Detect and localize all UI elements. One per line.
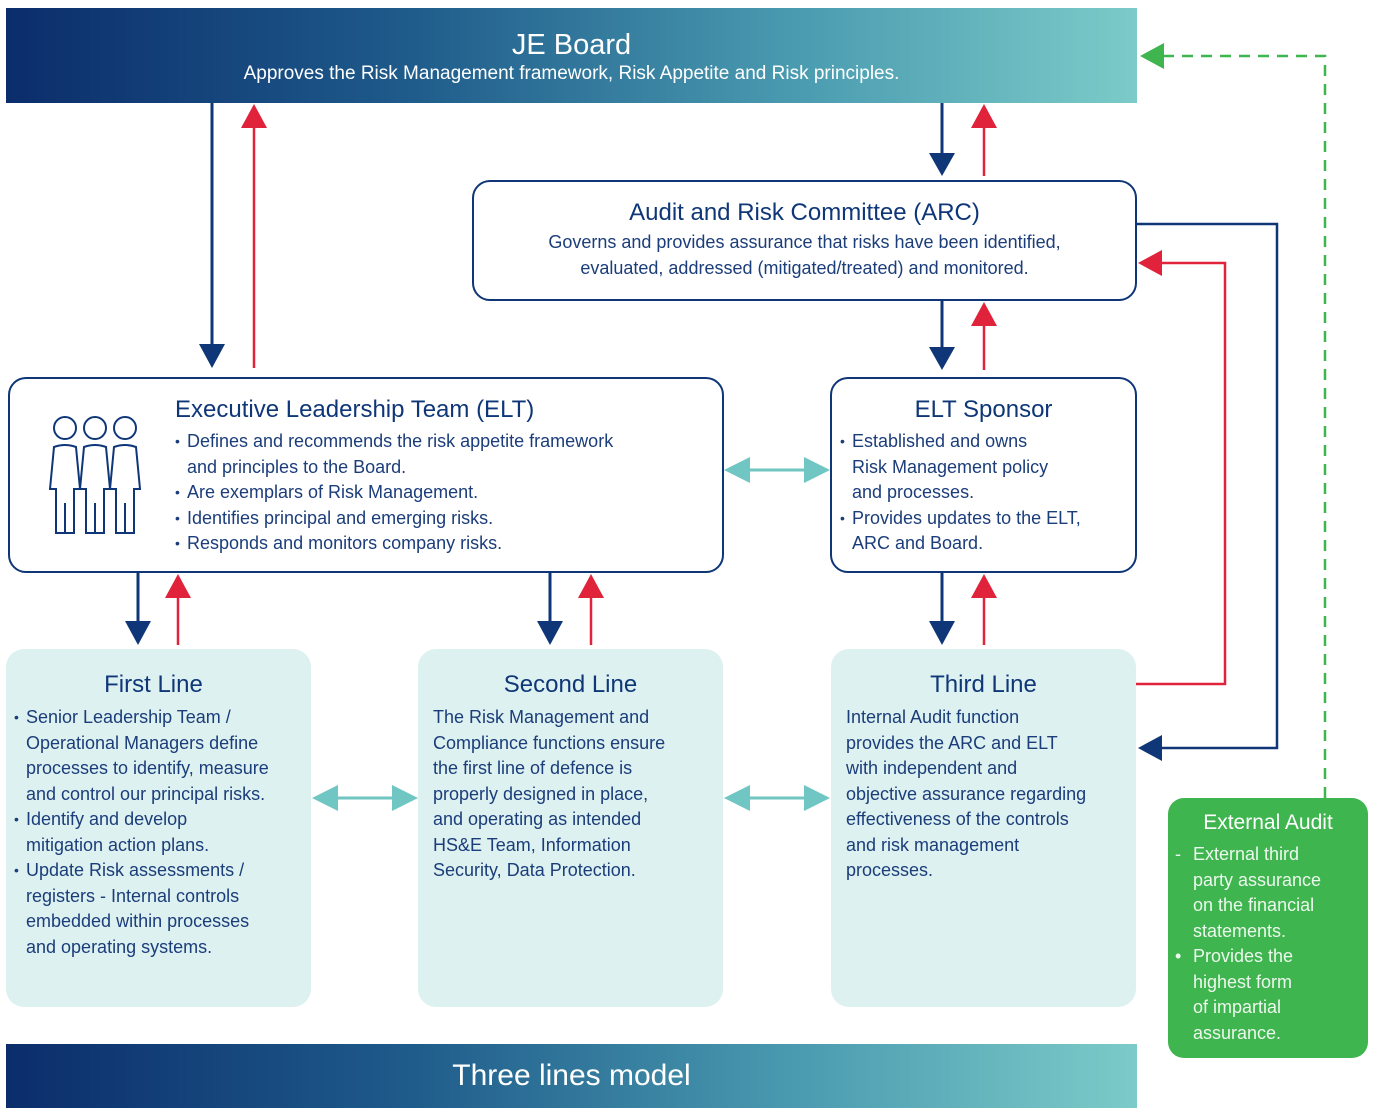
second-line-box: Second Line The Risk Management and Comp… [418,649,723,1007]
list-item: Responds and monitors company risks. [175,531,715,557]
third-line-text: Internal Audit function provides the ARC… [846,707,1087,880]
arc-sponsor-down-arrow [929,301,955,370]
board-title: JE Board [511,29,632,61]
three-lines-model-banner: Three lines model [6,1044,1137,1108]
third-line-sponsor-up-arrow [971,574,997,645]
board-arc-down-arrow [929,103,955,176]
list-item: Provides updates to the ELT,ARC and Boar… [840,506,1130,557]
board-subtitle: Approves the Risk Management framework, … [243,63,900,84]
external-audit-board-dashed-arrow [1140,43,1327,798]
elt-sponsor-title: ELT Sponsor [914,396,1053,423]
board-elt-down-arrow [199,103,225,368]
arc-third-line-navy-loop [1136,222,1279,761]
elt-second-line-down-arrow [537,573,563,645]
people-group-icon [48,416,142,534]
elt-first-line-down-arrow [125,573,151,645]
first-line-title: First Line [104,671,203,698]
list-item: Identifies principal and emerging risks. [175,506,715,532]
list-item: Are exemplars of Risk Management. [175,480,715,506]
third-line-box: Third Line Internal Audit function provi… [831,649,1136,1007]
je-board-banner: JE Board Approves the Risk Management fr… [6,8,1137,103]
elt-box: Executive Leadership Team (ELT) Defines … [8,377,724,573]
third-line-title: Third Line [930,671,1037,698]
first-second-double-arrow [312,785,418,811]
list-item: Defines and recommends the risk appetite… [175,429,715,480]
second-line-title: Second Line [503,671,638,698]
second-third-double-arrow [724,785,830,811]
first-line-box: First Line Senior Leadership Team /Opera… [6,649,311,1007]
arc-board-up-arrow [971,104,997,176]
sponsor-arc-up-arrow [971,302,997,370]
elt-board-up-arrow [241,104,267,368]
sponsor-third-line-down-arrow [929,573,955,645]
footer-title: Three lines model [452,1059,691,1092]
first-line-elt-up-arrow [165,574,191,645]
elt-sponsor-double-arrow [724,457,830,483]
elt-title: Executive Leadership Team (ELT) [175,396,535,423]
list-item: Senior Leadership Team /Operational Mana… [14,705,309,807]
arc-title: Audit and Risk Committee (ARC) [629,199,980,226]
second-line-text: The Risk Management and Compliance funct… [433,707,666,880]
arc-box: Audit and Risk Committee (ARC) Governs a… [472,180,1137,301]
list-item: Update Risk assessments /registers - Int… [14,858,309,960]
arc-text: Governs and provides assurance that risk… [548,232,1061,278]
second-line-elt-up-arrow [578,574,604,645]
external-audit-title: External Audit [1203,811,1333,834]
first-line-bullet-list: Senior Leadership Team /Operational Mana… [14,705,309,960]
third-line-arc-red-loop [1136,250,1227,686]
elt-bullet-list: Defines and recommends the risk appetite… [175,429,715,557]
